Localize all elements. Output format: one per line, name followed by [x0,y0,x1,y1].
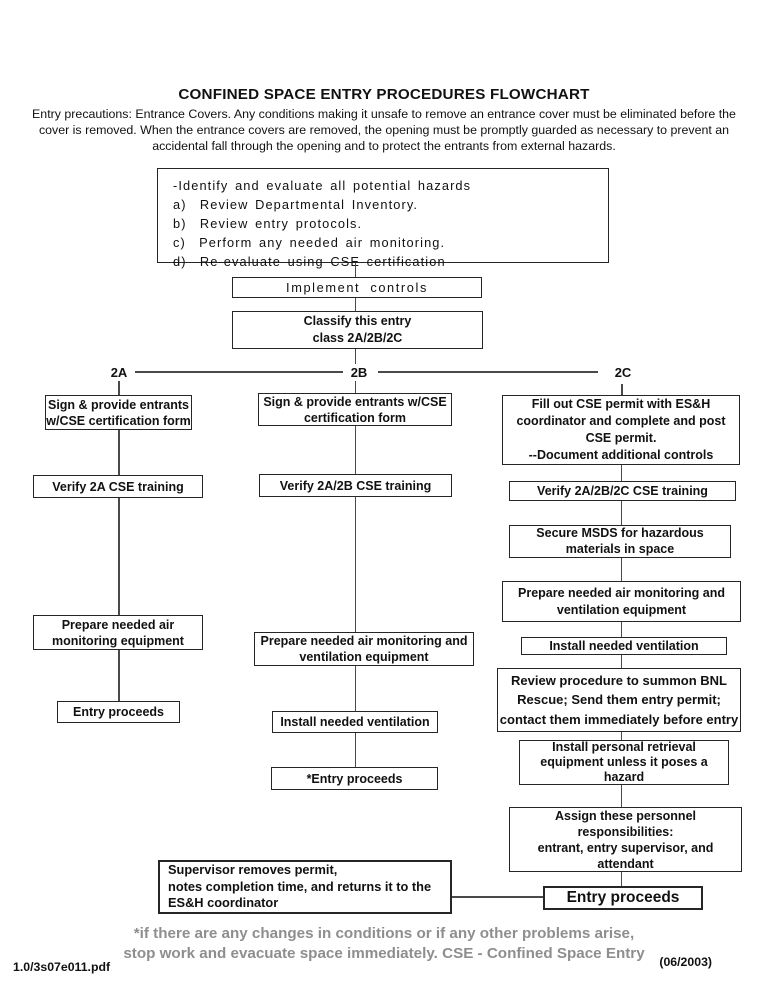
sign-certification-box-2a: Sign & provide entrants w/CSE certificat… [45,395,192,430]
page-title: CONFINED SPACE ENTRY PROCEDURES FLOWCHAR… [178,86,590,103]
connector-line [354,497,356,632]
supervisor-removes-permit-box: Supervisor removes permit, notes complet… [158,860,452,914]
entry-proceeds-box-2b: *Entry proceeds [271,767,438,790]
assign-personnel-box-2c: Assign these personnel responsibilities:… [509,807,742,872]
revision-date: (06/2003) [659,955,712,969]
personal-retrieval-box-2c: Install personal retrieval equipment unl… [519,740,729,785]
connector-line [118,381,120,395]
sign-certification-box-2b: Sign & provide entrants w/CSE certificat… [258,393,452,426]
file-reference: 1.0/3s07e011.pdf [13,960,111,974]
branch-label-2c: 2C [614,365,632,380]
connector-line [620,622,622,637]
connector-line [452,896,543,898]
connector-line [354,666,356,711]
secure-msds-box-2c: Secure MSDS for hazardous materials in s… [509,525,731,558]
implement-controls-box: Implement controls [232,277,482,298]
prepare-monitoring-box-2c: Prepare needed air monitoring and ventil… [502,581,741,622]
connector-line [354,263,356,277]
fill-permit-box-2c: Fill out CSE permit with ES&H coordinato… [502,395,740,465]
connector-line [620,872,622,886]
connector-line [620,655,622,668]
install-ventilation-box-2b: Install needed ventilation [272,711,438,733]
verify-training-box-2a: Verify 2A CSE training [33,475,203,498]
connector-line [620,785,622,807]
verify-training-box-2b: Verify 2A/2B CSE training [259,474,452,497]
branch-label-2b: 2B [350,365,368,380]
review-rescue-box-2c: Review procedure to summon BNL Rescue; S… [497,668,741,732]
branch-label-2a: 2A [110,365,128,380]
prepare-monitoring-box-2b: Prepare needed air monitoring and ventil… [254,632,474,666]
connector-line [354,426,356,474]
connector-line [118,498,120,615]
entry-proceeds-box-2a: Entry proceeds [57,701,180,723]
connector-line [354,349,356,364]
connector-line [118,650,120,701]
install-ventilation-box-2c: Install needed ventilation [521,637,727,655]
connector-line [354,381,356,393]
entry-precautions-text: Entry precautions: Entrance Covers. Any … [32,107,736,153]
connector-line [118,430,120,475]
connector-line [378,371,598,373]
classify-entry-box: Classify this entry class 2A/2B/2C [232,311,483,349]
connector-line [620,558,622,581]
connector-line [354,298,356,311]
entry-proceeds-box-2c: Entry proceeds [543,886,703,910]
connector-line [354,733,356,767]
hazards-evaluation-box: -Identify and evaluate all potential haz… [157,168,609,269]
connector-line [620,465,622,481]
connector-line [621,384,623,395]
footnote-text: *if there are any changes in conditions … [123,925,645,962]
connector-line [620,732,622,740]
connector-line [620,501,622,525]
verify-training-box-2c: Verify 2A/2B/2C CSE training [509,481,736,501]
connector-line [135,371,343,373]
prepare-monitoring-box-2a: Prepare needed air monitoring equipment [33,615,203,650]
